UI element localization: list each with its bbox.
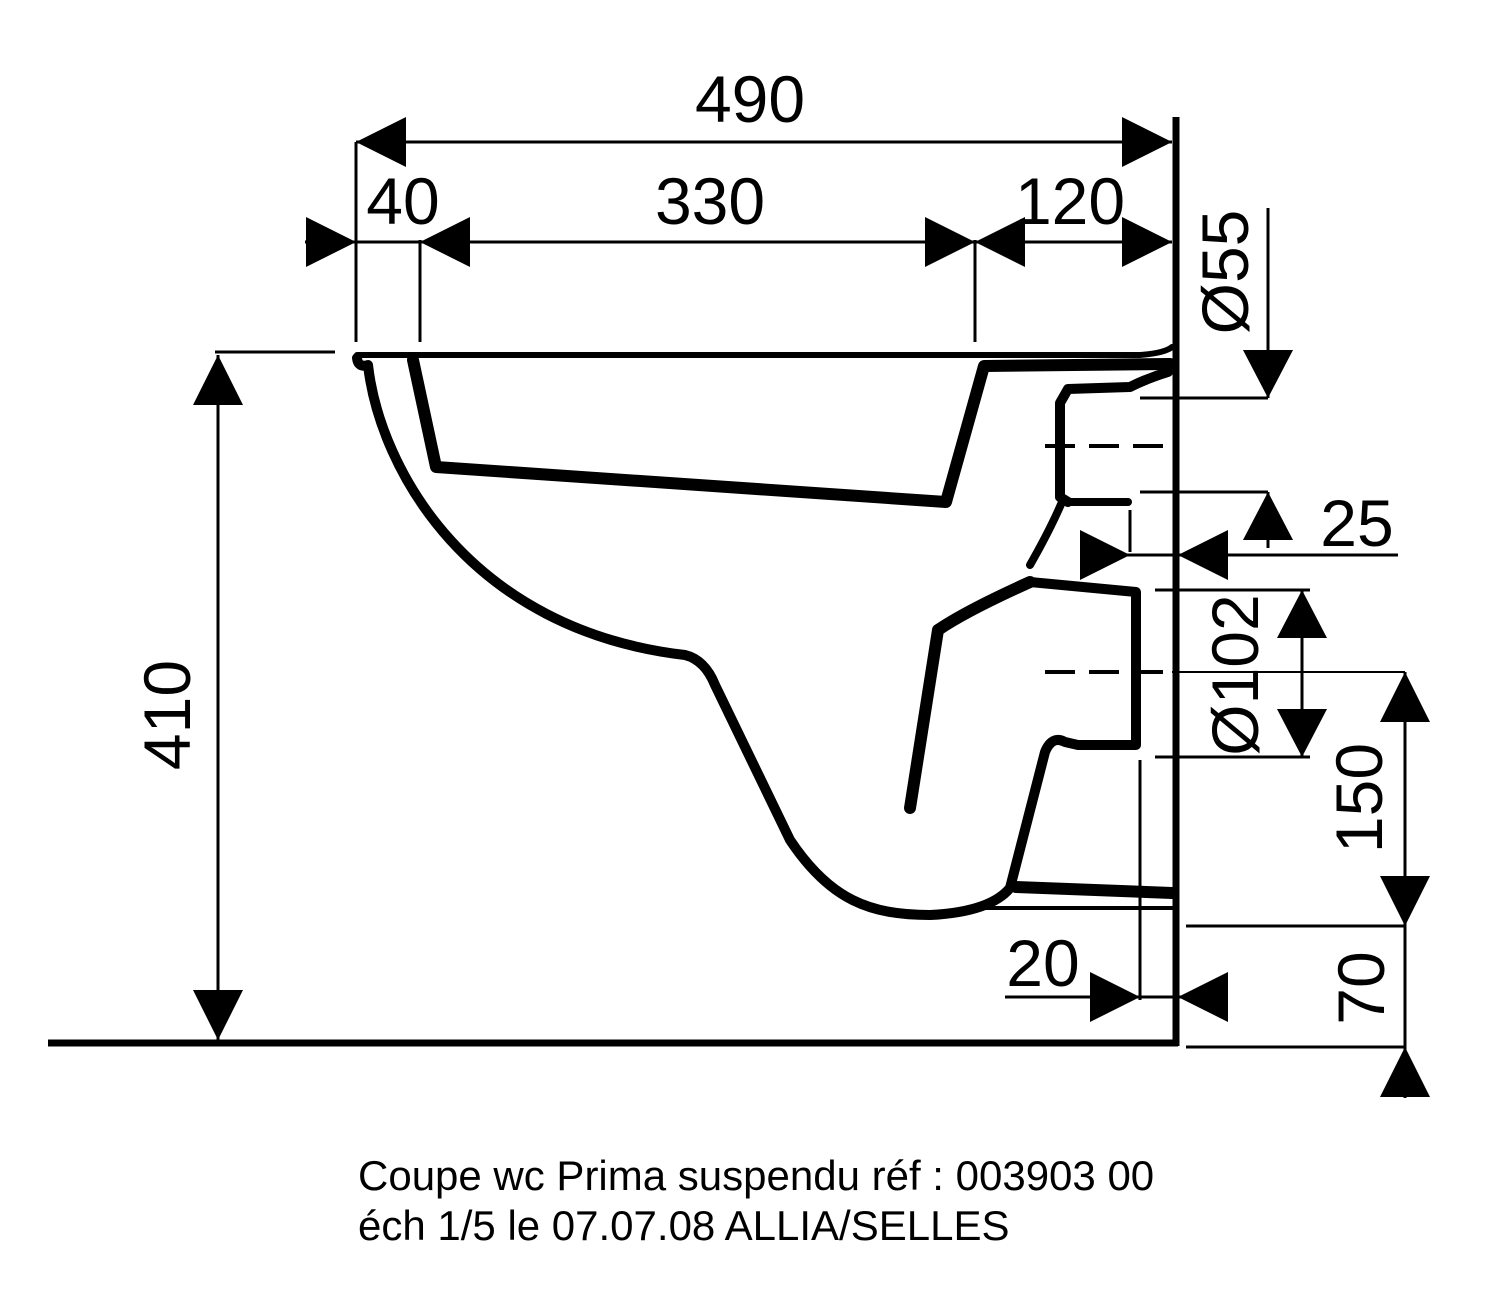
dim-inlet-offset: 25 [1320, 486, 1393, 560]
dim-wall-gap: 20 [1006, 926, 1079, 1000]
dim-outlet-diameter: Ø102 [1198, 594, 1272, 755]
caption-line-2: éch 1/5 le 07.07.08 ALLIA/SELLES [358, 1202, 1010, 1249]
center-lines [1045, 444, 1405, 674]
dim-bowl-opening: 330 [655, 164, 765, 238]
arrowheads [193, 117, 1430, 1097]
dim-rim-height: 410 [130, 660, 204, 770]
dim-rim-front: 40 [366, 164, 439, 238]
toilet-profile [352, 344, 1178, 920]
dim-rear-to-bowl: 120 [1015, 164, 1125, 238]
caption-line-1: Coupe wc Prima suspendu réf : 003903 00 [358, 1152, 1155, 1199]
dim-base-clearance: 70 [1324, 951, 1398, 1024]
dim-outlet-height: 150 [1322, 743, 1396, 853]
dim-inlet-diameter: Ø55 [1188, 210, 1262, 335]
dim-overall-depth: 490 [695, 62, 805, 136]
